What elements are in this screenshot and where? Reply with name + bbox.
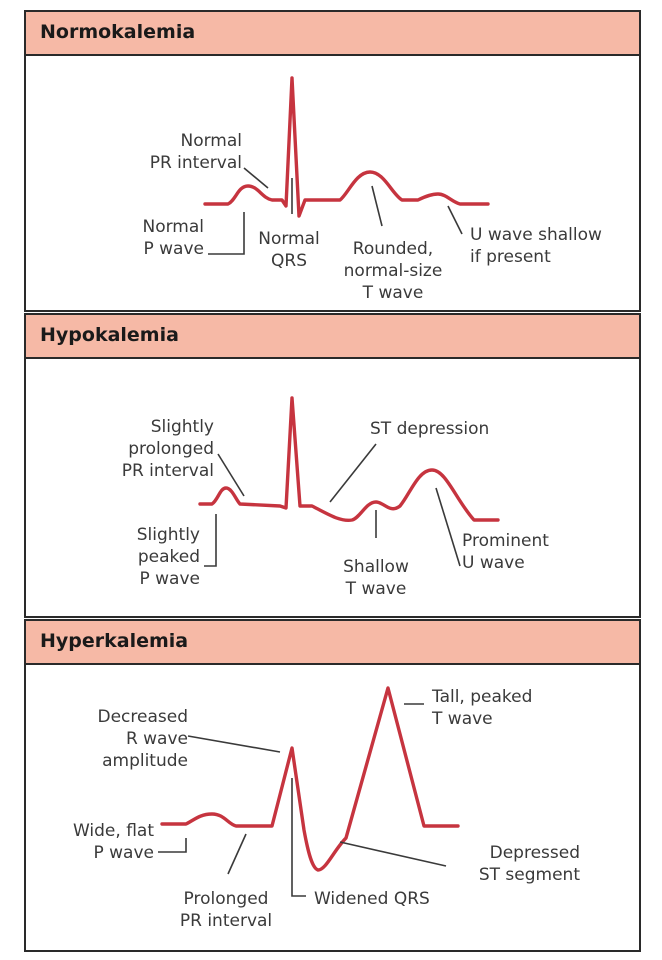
hypokalemia-panel: Hypokalemia (24, 313, 641, 618)
normo-u-label: U wave shallow if present (470, 225, 602, 267)
normokalemia-panel: Normokalemia (24, 10, 641, 312)
normo-pr-label: Normal PR interval (149, 131, 242, 173)
panel-header: Hyperkalemia (26, 621, 639, 665)
hypo-st-label: ST depression (370, 419, 490, 439)
hyper-r-label: Decreased R wave amplitude (97, 707, 189, 771)
normo-p-label: Normal P wave (142, 217, 204, 259)
hyper-p-label: Wide, flat P wave (72, 821, 154, 863)
panel-title: Hypokalemia (40, 324, 179, 346)
panel-title: Normokalemia (40, 21, 196, 43)
normo-t-label: Rounded, normal-size T wave (343, 239, 443, 303)
hyper-t-label: Tall, peaked T wave (432, 687, 533, 729)
hypo-p-label: Slightly peaked P wave (136, 525, 200, 589)
hyper-st-label: Depressed ST segment (478, 843, 580, 885)
panel-header: Normokalemia (26, 12, 639, 56)
hypo-u-label: Prominent U wave (462, 531, 549, 573)
panel-header: Hypokalemia (26, 315, 639, 359)
hyper-pr-label: Prolonged PR interval (179, 889, 273, 931)
hypo-pr-label: Slightly prolonged PR interval (121, 417, 214, 481)
hypo-t-label: Shallow T wave (343, 557, 409, 599)
hyper-qrs-label: Widened QRS (314, 889, 430, 909)
normo-qrs-label: Normal QRS (258, 229, 320, 271)
panel-title: Hyperkalemia (40, 630, 189, 652)
